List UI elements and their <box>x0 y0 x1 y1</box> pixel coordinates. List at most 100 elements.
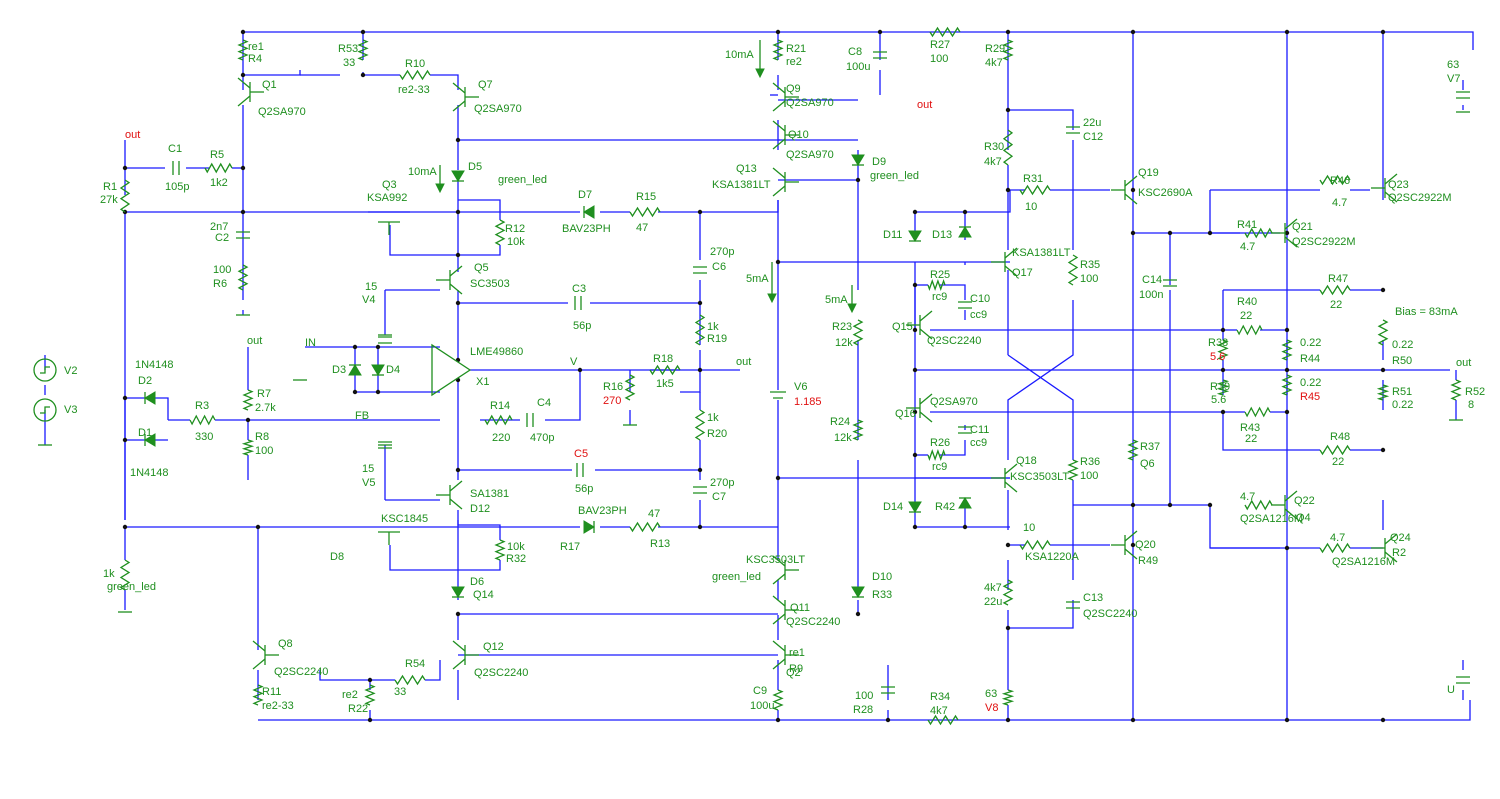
component-label: R6 <box>213 278 227 290</box>
component-label: KSC1845 <box>381 513 428 525</box>
junction-dot-20 <box>577 367 583 373</box>
wire-47 <box>566 370 581 421</box>
junction-dot-47 <box>912 282 918 288</box>
capacitor-v-9 <box>881 686 895 694</box>
capacitor-h-3 <box>576 463 584 477</box>
transistor-16-collector <box>1384 533 1398 545</box>
diode-d2 <box>144 391 156 405</box>
component-label: D14 <box>883 501 903 513</box>
junction-dot-11 <box>122 165 128 171</box>
component-label: R50 <box>1392 355 1412 367</box>
junction-dot-2 <box>775 29 781 35</box>
component-label: Q11 <box>790 602 810 614</box>
transistor-q3 <box>378 221 400 235</box>
junction-dot-19 <box>697 367 703 373</box>
junction-dot-61 <box>1167 230 1173 236</box>
component-label: 22 <box>1330 299 1342 311</box>
junction-dot-18 <box>697 300 703 306</box>
component-label: 12k <box>834 432 852 444</box>
junction-dot-49 <box>912 367 918 373</box>
wire-125 <box>1007 300 1074 460</box>
component-label: D10 <box>872 571 892 583</box>
component-label: C6 <box>712 261 726 273</box>
component-label: rc9 <box>932 461 947 473</box>
component-label: R52 <box>1465 386 1485 398</box>
diode-d12 <box>908 501 922 513</box>
component-label: green_led <box>712 571 761 583</box>
component-label: R33 <box>872 589 892 601</box>
component-label: 100 <box>855 690 873 702</box>
component-label: R26 <box>930 437 950 449</box>
component-label: Q7 <box>478 79 493 91</box>
component-label: 100 <box>255 445 273 457</box>
junction-dot-69 <box>1130 230 1136 236</box>
component-label: R30 <box>984 141 1004 153</box>
transistor-3-collector <box>772 120 786 132</box>
capacitor-v-12 <box>378 336 392 344</box>
component-label: BAV23PH <box>562 223 611 235</box>
component-label: D11 <box>883 229 902 241</box>
component-label: Q2SA970 <box>258 106 306 118</box>
opamp-x1 <box>431 343 472 397</box>
component-label: cc9 <box>970 309 987 321</box>
component-label: 270p <box>710 477 734 489</box>
junction-dot-26 <box>122 524 128 530</box>
transistor-12-collector <box>919 393 933 405</box>
junction-dot-0 <box>240 29 246 35</box>
component-label: Q23 <box>1388 179 1409 191</box>
junction-dot-63 <box>1167 502 1173 508</box>
component-label: out <box>736 356 751 368</box>
component-label: 0.22 <box>1392 339 1413 351</box>
component-label: 33 <box>394 686 406 698</box>
component-label: 27k <box>100 194 118 206</box>
component-label: C10 <box>970 293 990 305</box>
junction-dot-67 <box>1005 625 1011 631</box>
capacitor-v-0 <box>873 51 887 59</box>
component-label: C4 <box>537 397 551 409</box>
transistor-19-emitter <box>772 658 786 670</box>
wire-32 <box>458 199 501 220</box>
capacitor-v-4 <box>1066 126 1080 134</box>
resistor-h-4 <box>1019 184 1051 196</box>
junction-dot-4 <box>1005 29 1011 35</box>
transistor-20-collector <box>452 640 466 652</box>
junction-dot-65 <box>1005 187 1011 193</box>
component-label: R23 <box>832 321 852 333</box>
transistor-7-emitter <box>1124 193 1138 205</box>
junction-dot-14 <box>240 209 246 215</box>
component-label: 1k2 <box>210 177 228 189</box>
capacitor-v-11 <box>1456 676 1470 684</box>
component-label: 4k7 <box>984 156 1002 168</box>
capacitor-v-5 <box>1163 279 1177 287</box>
component-label: R2 <box>1392 547 1406 559</box>
transistor-8-collector <box>1384 173 1398 185</box>
component-label: re2 <box>342 689 358 701</box>
junction-dot-30 <box>367 677 373 683</box>
junction-dot-34 <box>1005 717 1011 723</box>
component-label: R48 <box>1330 431 1350 443</box>
component-label: 63 <box>985 688 997 700</box>
component-label: Q2SA970 <box>786 97 834 109</box>
component-label: 15 <box>362 463 374 475</box>
resistor-v-12 <box>1217 339 1229 361</box>
junction-dot-53 <box>1220 367 1226 373</box>
junction-dot-42 <box>1005 107 1011 113</box>
junction-dot-48 <box>912 327 918 333</box>
transistor-7-collector <box>1124 175 1138 187</box>
component-label: Q2SA1216M <box>1332 556 1395 568</box>
junction-dot-46 <box>962 524 968 530</box>
transistor-10-emitter <box>1004 265 1018 277</box>
component-label: D1 <box>138 427 152 439</box>
component-label: Q9 <box>786 83 801 95</box>
component-label: Q3 <box>382 179 397 191</box>
component-label: KSC3503LT <box>746 554 805 566</box>
battery-v6 <box>770 391 786 399</box>
component-label: V8 <box>985 702 998 714</box>
component-label: 105p <box>165 181 189 193</box>
component-label: LME49860 <box>470 346 523 358</box>
component-label: C9 <box>753 685 767 697</box>
component-label: Q15 <box>892 321 913 333</box>
junction-dot-9 <box>360 72 366 78</box>
transistor-0-collector <box>237 77 251 89</box>
component-label: out <box>125 129 140 141</box>
